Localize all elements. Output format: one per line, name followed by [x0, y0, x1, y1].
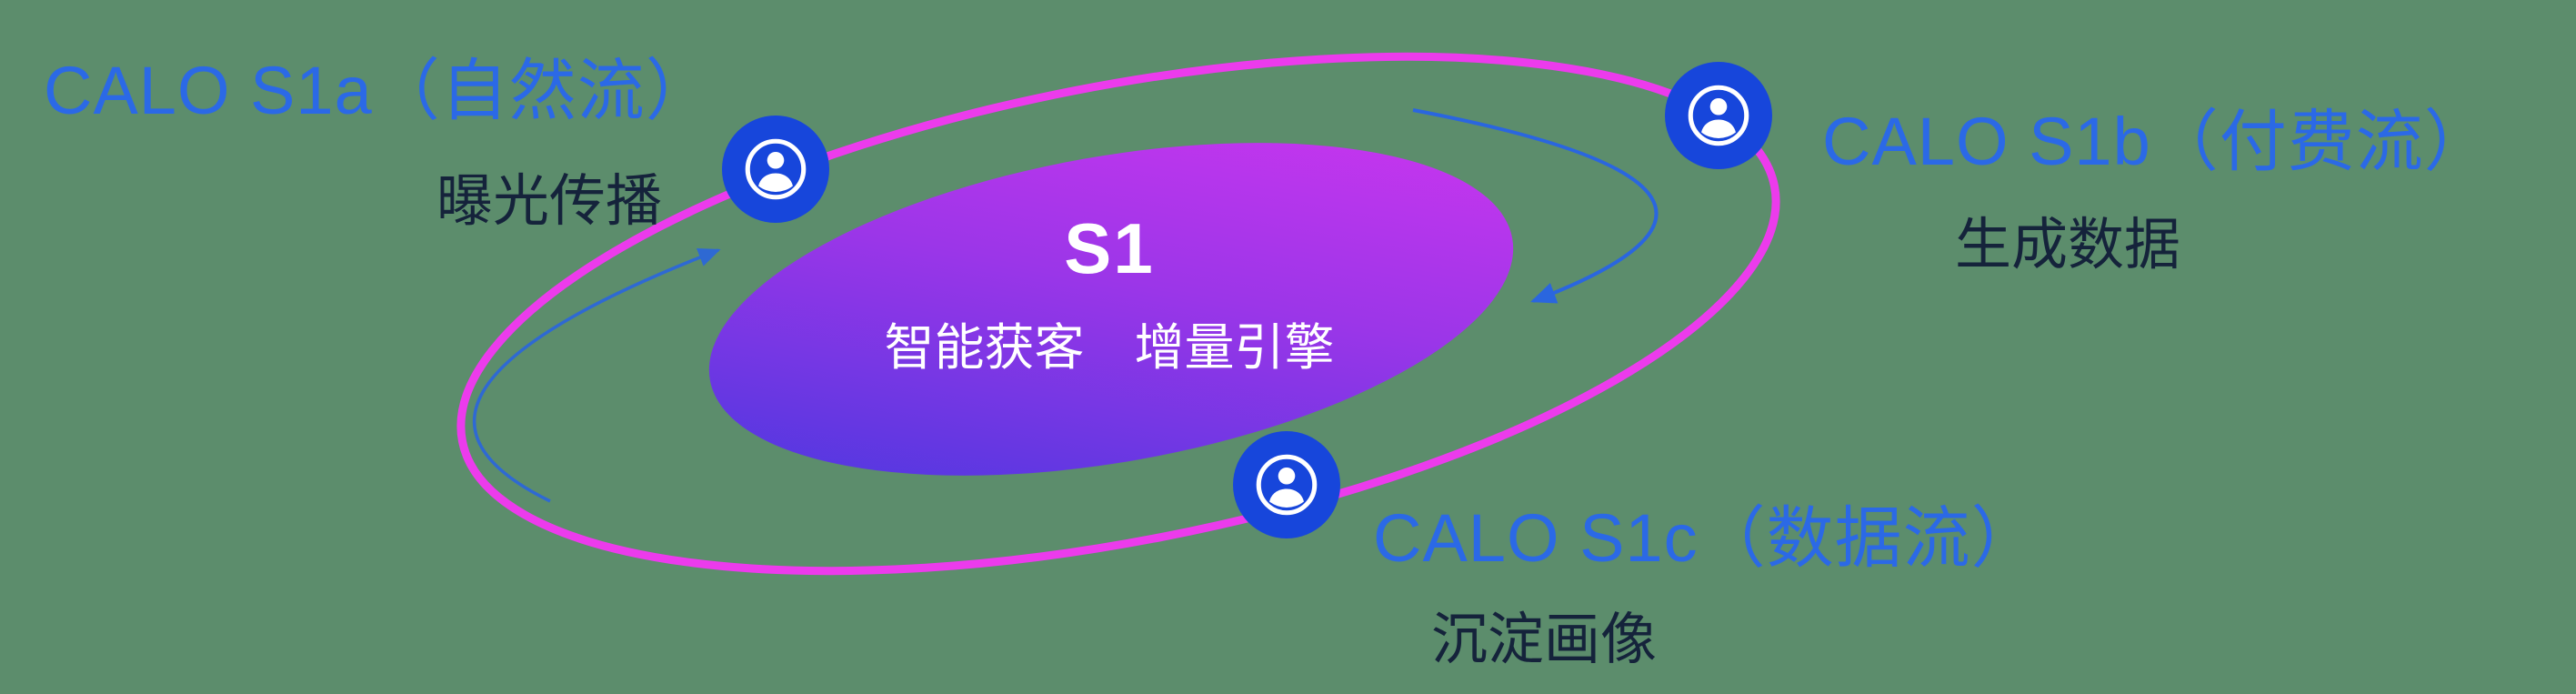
- branch-label-s1b: CALO S1b（付费流）: [1822, 104, 2492, 179]
- user-in-circle-icon: [1256, 454, 1318, 516]
- orbit-node-s1a: [722, 116, 829, 223]
- core-title: S1: [1064, 208, 1155, 288]
- branch-sublabel-s1a: 曝光传播: [436, 170, 663, 233]
- branch-sublabel-s1c: 沉淀画像: [1431, 609, 1658, 671]
- flow-arrow-left: [472, 248, 721, 503]
- core-text-block: S1 智能获客 增量引擎: [884, 207, 1334, 379]
- branch-sublabel-s1b: 生成数据: [1955, 214, 2181, 277]
- user-in-circle-icon: [1688, 85, 1749, 146]
- user-in-circle-icon: [745, 138, 807, 200]
- orbit-node-s1b: [1665, 62, 1772, 169]
- core-subtitle: 智能获客 增量引擎: [884, 319, 1335, 376]
- flow-arrow-right: [1412, 108, 1659, 304]
- orbit-node-s1c: [1233, 431, 1340, 538]
- branch-label-s1c: CALO S1c（数据流）: [1373, 500, 2040, 576]
- core-ellipse: [708, 143, 1514, 476]
- orbit-ring: [456, 52, 1780, 576]
- branch-label-s1a: CALO S1a（自然流）: [44, 53, 714, 128]
